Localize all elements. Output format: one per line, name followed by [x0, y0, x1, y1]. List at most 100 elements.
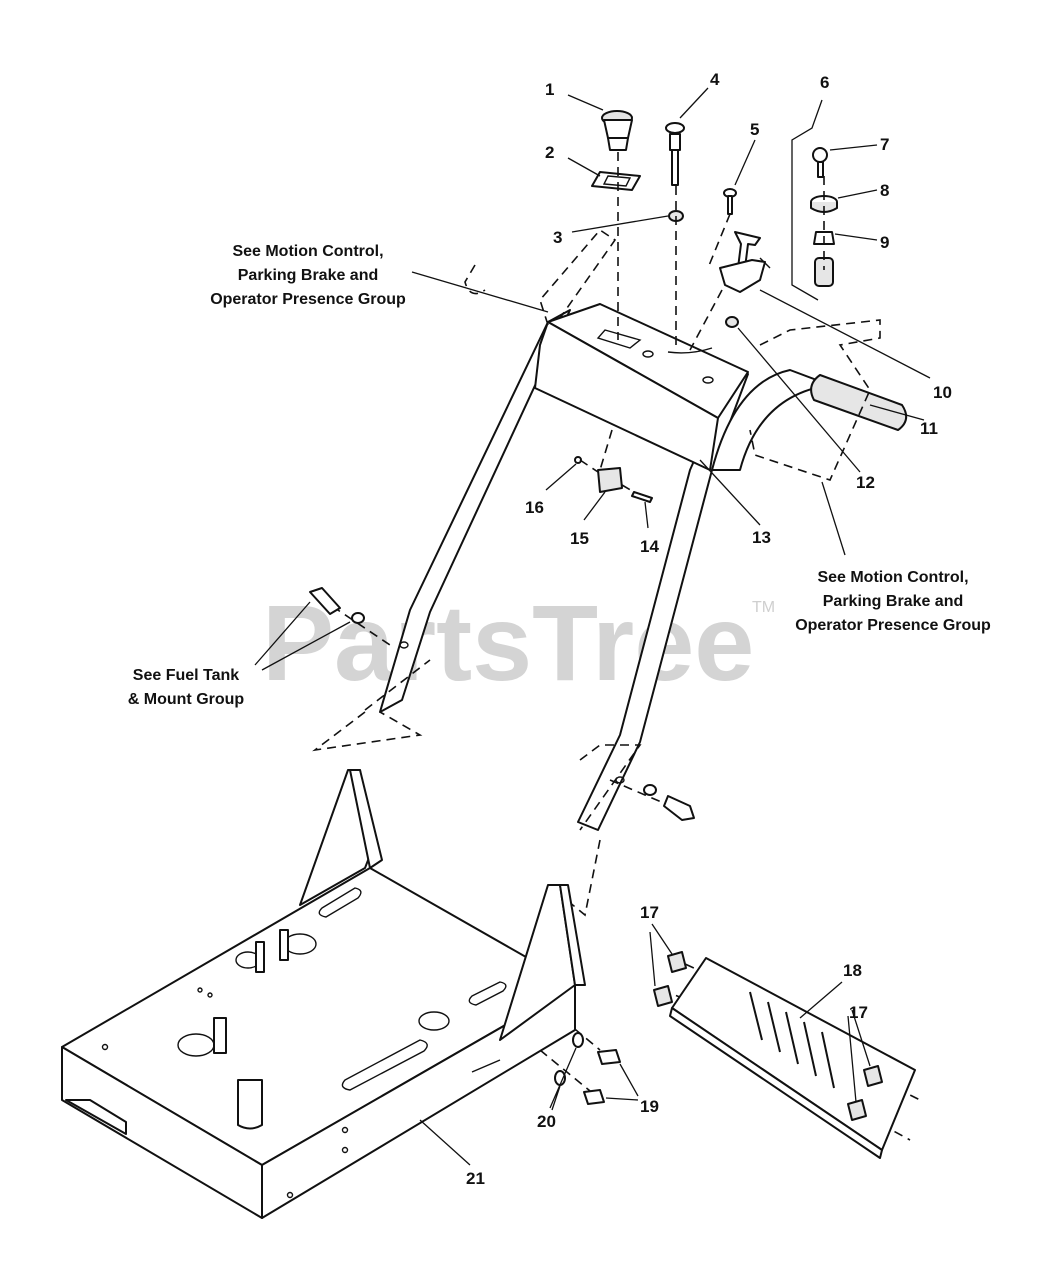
choke-knob-collar — [669, 133, 681, 151]
screw-part-14 — [631, 491, 653, 503]
callout-4: 4 — [710, 70, 720, 89]
phantom-outlines — [312, 228, 881, 917]
leader-21 — [419, 1119, 471, 1166]
plate-slot — [468, 981, 507, 1006]
phantom-left-bracket — [312, 659, 431, 752]
note-right-line-3: Operator Presence Group — [795, 617, 991, 634]
note-left-line-1: See Motion Control, — [232, 243, 383, 260]
switch-base — [607, 137, 629, 151]
leader-18 — [799, 981, 843, 1019]
callout-11: 11 — [920, 419, 938, 438]
panel-hole — [642, 350, 654, 358]
nuts-part-17 — [653, 951, 883, 1121]
ignition-switch-part-1 — [601, 110, 633, 151]
callout-18: 18 — [843, 961, 862, 980]
bolt-right-body — [663, 795, 695, 821]
plate-hole-small — [286, 1191, 294, 1199]
leader-5 — [734, 139, 756, 186]
handle-bolt-right — [643, 784, 695, 821]
plate-post — [279, 929, 289, 961]
leader-9 — [834, 233, 878, 241]
leader-20 — [549, 1047, 577, 1111]
callout-5: 5 — [750, 120, 759, 139]
leader-note-left — [411, 271, 549, 313]
phantom-right-control — [749, 319, 881, 481]
plate-hole-small — [341, 1126, 349, 1134]
leader-1 — [567, 94, 604, 111]
note-fuel-line-1: See Fuel Tank — [133, 667, 240, 684]
callout-7: 7 — [880, 135, 889, 154]
right-upright-edge — [559, 884, 586, 986]
panel-switch-cutout — [596, 329, 642, 349]
bolt-19-lower — [583, 1089, 605, 1105]
nut-17-d — [847, 1099, 867, 1121]
callout-17b: 17 — [849, 1003, 868, 1022]
throttle-lever-part-10 — [719, 231, 771, 293]
key-switch-housing — [814, 257, 834, 287]
leader-3 — [571, 215, 669, 233]
handle-left-tube — [379, 309, 571, 713]
key-blade — [817, 161, 824, 178]
leader-16 — [545, 463, 577, 491]
bracket-part-15 — [597, 467, 623, 493]
screw-shank — [727, 195, 733, 215]
plate-hole-small — [101, 1043, 109, 1051]
throttle-body — [719, 259, 766, 293]
key-switch-body — [814, 257, 834, 287]
dashline-bolts-lower — [539, 999, 601, 1096]
switch-body — [603, 119, 633, 139]
dashline-screw — [707, 213, 731, 269]
choke-knob-part-4 — [665, 122, 685, 186]
key-part-7 — [812, 147, 828, 178]
washer-left — [351, 612, 365, 624]
callout-9: 9 — [880, 233, 889, 252]
leader-15 — [583, 491, 606, 521]
panel-cable-slot — [667, 347, 713, 354]
callout-16: 16 — [525, 498, 544, 517]
callout-2: 2 — [545, 143, 554, 162]
leader-17b — [847, 1009, 871, 1103]
leader-12 — [737, 327, 861, 473]
plate-hole-small — [341, 1146, 349, 1154]
watermark-text: PartsTree — [262, 582, 754, 703]
dashline-bracket — [579, 459, 635, 493]
callout-8: 8 — [880, 181, 889, 200]
bracket-body — [597, 467, 623, 493]
mounting-plate-part-21 — [61, 769, 586, 1219]
note-fuel-line-2: & Mount Group — [128, 691, 245, 708]
leader-4 — [679, 87, 709, 119]
phantom-right-bracket — [551, 744, 642, 917]
gasket-inner — [602, 175, 632, 187]
gasket-part-2 — [591, 171, 641, 191]
plate-slot — [318, 887, 362, 918]
callout-20: 20 — [537, 1112, 556, 1131]
leader-17a — [649, 923, 673, 987]
washer-20-upper — [572, 1032, 584, 1048]
panel-hole — [702, 376, 714, 384]
cover-plate-edge — [669, 1007, 883, 1159]
callout-10: 10 — [933, 383, 952, 402]
leader-14 — [644, 501, 649, 529]
plate-slot — [341, 1039, 428, 1091]
callout-6: 6 — [820, 73, 829, 92]
watermark-trademark: TM — [752, 599, 775, 616]
bushing-part-12 — [725, 316, 739, 328]
washer-right — [643, 784, 657, 796]
leader-10 — [759, 289, 931, 379]
choke-knob-cap — [665, 122, 685, 134]
plate-hole-small — [207, 992, 213, 998]
handle-right-tube — [577, 367, 749, 831]
handle-assembly — [379, 303, 908, 831]
callout-15: 15 — [570, 529, 589, 548]
nut-17-a — [667, 951, 687, 973]
screw-part-5 — [723, 188, 737, 215]
leader-11 — [869, 404, 925, 421]
hand-grip — [810, 374, 908, 431]
washers-part-20 — [554, 1032, 584, 1086]
plate-clip — [471, 1059, 501, 1073]
key-bow — [812, 147, 828, 163]
control-panel-front — [534, 321, 719, 471]
callout-21: 21 — [466, 1169, 485, 1188]
callout-3: 3 — [553, 228, 562, 247]
